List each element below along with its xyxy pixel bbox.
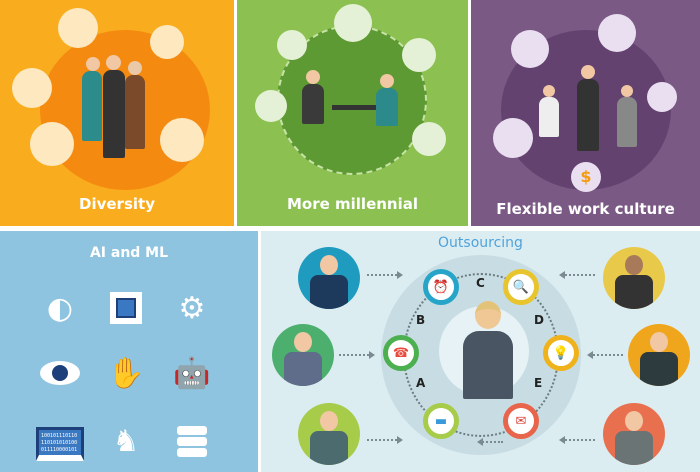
- database-server-icon: [170, 419, 214, 463]
- label-d: D: [534, 313, 544, 327]
- millennial-panel: More millennial: [237, 0, 468, 226]
- document-icon: [412, 122, 446, 156]
- calendar-icon: ▬: [423, 403, 459, 439]
- office-desk-illustration: [302, 70, 412, 150]
- avatar-woman-yellow: [603, 247, 665, 309]
- arrow-left-icon: [587, 351, 623, 359]
- megaphone-icon: [511, 30, 549, 68]
- outsourcing-panel: Outsourcing ⏰ 🔍 ☎ 💡 ▬ ✉ A B C D E: [261, 231, 700, 472]
- arrow-left-icon: [559, 436, 595, 444]
- target-icon: [493, 118, 533, 158]
- chess-knight-icon: ♞: [112, 423, 140, 459]
- avatar-woman-teal: [298, 247, 360, 309]
- avatar-man-orange: [628, 324, 690, 386]
- arrow-left-icon: [559, 271, 595, 279]
- diverse-team-illustration: [82, 55, 146, 160]
- chart-board-icon: [160, 118, 204, 162]
- flexible-title: Flexible work culture: [496, 200, 675, 218]
- robot-icon: 🤖: [173, 355, 211, 391]
- arrow-left-icon: [477, 438, 503, 446]
- clock-icon: [402, 38, 436, 72]
- dollar-icon: $: [571, 162, 601, 192]
- alarm-clock-icon: ⏰: [423, 269, 459, 305]
- search-icon: 🔍: [503, 269, 539, 305]
- envelope-icon: ✉: [503, 403, 539, 439]
- ai-panel: AI and ML ◐ ⚙ ✋ 🤖 100101110110 110101010…: [0, 231, 258, 472]
- diversity-title: Diversity: [79, 195, 155, 213]
- avatar-woman-coral: [603, 403, 665, 465]
- businessman-icon: [598, 14, 636, 52]
- avatar-woman-lime: [298, 403, 360, 465]
- magnifier-icon: [150, 25, 184, 59]
- arrow-right-icon: [367, 436, 403, 444]
- label-c: C: [476, 276, 485, 290]
- label-b: B: [416, 313, 426, 327]
- coins-icon: [255, 90, 287, 122]
- diversity-panel: Diversity: [0, 0, 234, 226]
- millennial-title: More millennial: [286, 195, 418, 213]
- flexible-panel: $ Flexible work culture: [471, 0, 700, 226]
- handshake-icon: [30, 122, 74, 166]
- gears-icon: [12, 68, 52, 108]
- team-meeting-illustration: [539, 65, 639, 155]
- label-a: A: [416, 376, 426, 390]
- robot-hand-icon: ✋: [107, 355, 145, 391]
- lightbulb-icon: [277, 30, 307, 60]
- money-icon: [647, 82, 677, 112]
- monitor-binary-icon: 100101110110 110101010100 011110000101: [36, 427, 84, 461]
- robot-arm-icon: ⚙: [178, 290, 206, 326]
- ai-title: AI and ML: [89, 245, 169, 261]
- telephone-icon: ☎: [383, 335, 419, 371]
- eye-icon: [38, 351, 82, 395]
- central-woman-illustration: [459, 301, 519, 401]
- arrow-right-icon: [339, 351, 375, 359]
- outsourcing-title: Outsourcing: [438, 235, 523, 251]
- label-e: E: [534, 376, 543, 390]
- ai-head-icon: ◐: [46, 290, 74, 326]
- briefcase-icon: [58, 8, 98, 48]
- avatar-woman-green: [272, 324, 334, 386]
- stairs-icon: [334, 4, 372, 42]
- arrow-right-icon: [367, 271, 403, 279]
- lightbulb-icon: 💡: [543, 335, 579, 371]
- chip-icon: [104, 286, 148, 330]
